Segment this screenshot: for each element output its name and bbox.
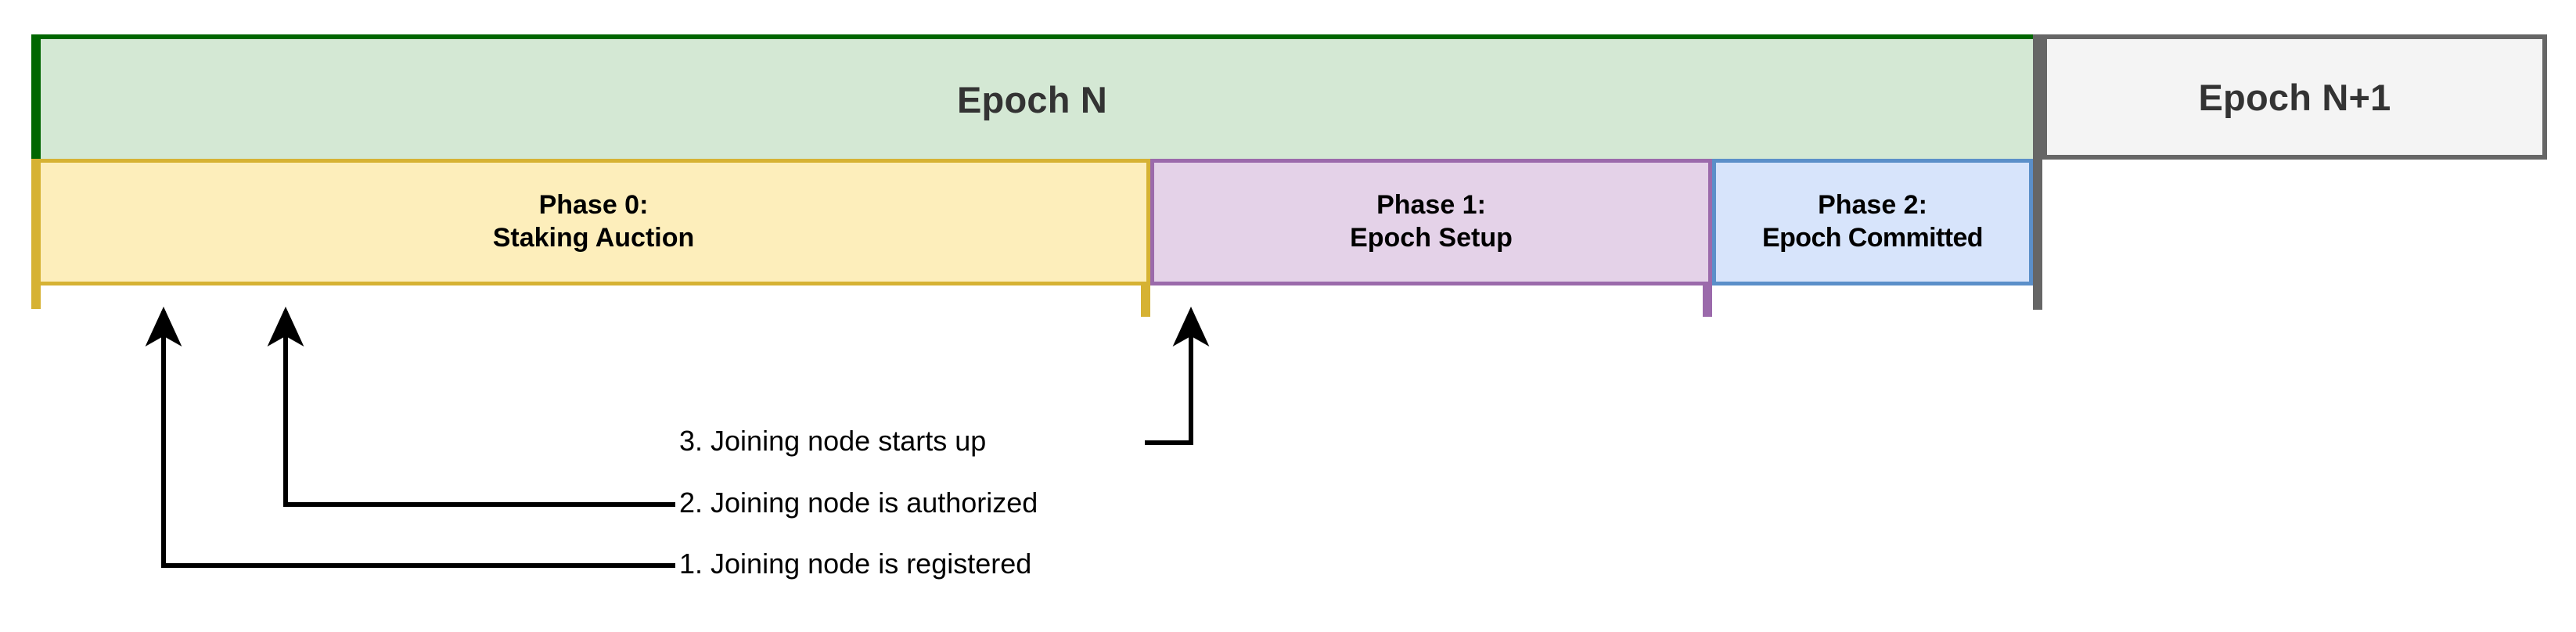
phase-2-subtitle: Epoch Committed bbox=[1762, 223, 1984, 253]
epoch-n-box: Epoch N bbox=[31, 34, 2033, 160]
epoch-n-plus-1-label: Epoch N+1 bbox=[2198, 76, 2391, 118]
callout-3-connector bbox=[1145, 307, 1210, 445]
phase-1-box: Phase 1: Epoch Setup bbox=[1150, 159, 1712, 285]
epoch-boundary-divider bbox=[2033, 34, 2042, 310]
phase-0-box: Phase 0: Staking Auction bbox=[31, 159, 1150, 285]
phase-1-subtitle: Epoch Setup bbox=[1350, 223, 1513, 253]
callout-1-connector bbox=[145, 307, 675, 568]
epoch-n-plus-1-box: Epoch N+1 bbox=[2042, 34, 2547, 160]
phase-2-box: Phase 2: Epoch Committed bbox=[1712, 159, 2033, 285]
callout-2-connector bbox=[267, 307, 675, 507]
callout-label-2: 2. Joining node is authorized bbox=[679, 487, 1038, 519]
phase-1-title: Phase 1: bbox=[1376, 190, 1486, 221]
phase-0-subtitle: Staking Auction bbox=[492, 223, 695, 253]
callout-label-1: 1. Joining node is registered bbox=[679, 548, 1032, 580]
phase-2-title: Phase 2: bbox=[1818, 190, 1927, 221]
phase-0-title: Phase 0: bbox=[538, 190, 649, 221]
epoch-n-label: Epoch N bbox=[956, 78, 1108, 120]
callout-label-3: 3. Joining node starts up bbox=[679, 425, 987, 457]
